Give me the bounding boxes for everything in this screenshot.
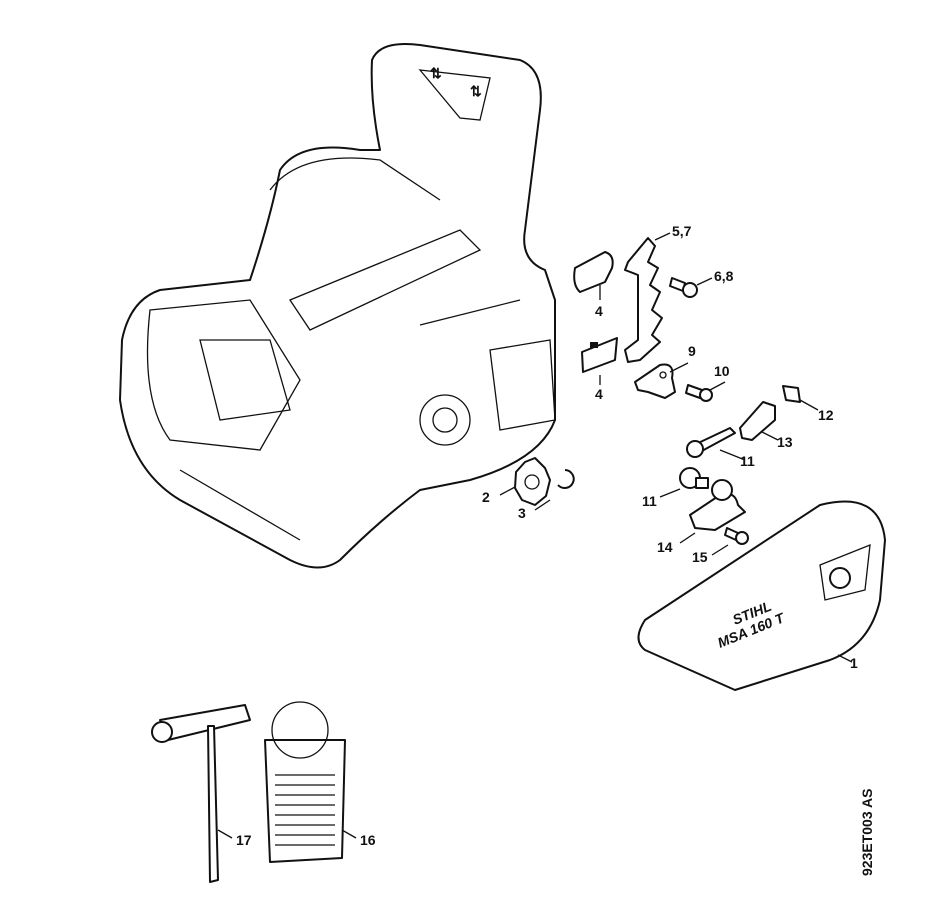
drawing-code: 923ET003 AS — [859, 789, 875, 876]
part-12-nut — [782, 385, 801, 403]
handle-symbol-right: ⇅ — [470, 83, 482, 99]
part-14-tensioner-slide — [689, 479, 746, 531]
part-10-screw — [685, 384, 713, 402]
leader-lines — [217, 232, 853, 839]
part-13-lever — [739, 401, 776, 441]
chainsaw-housing: ⇅ ⇅ — [119, 43, 556, 569]
callout-2: 2 — [482, 489, 490, 505]
part-6-8-screw — [669, 277, 698, 298]
part-15-screw — [724, 527, 749, 545]
callout-12: 12 — [818, 407, 834, 423]
callout-13: 13 — [777, 434, 793, 450]
part-11-tensioner-gear — [679, 467, 709, 489]
callout-11-upper: 11 — [740, 453, 755, 469]
callout-10: 10 — [714, 363, 730, 379]
part-9-chain-catcher — [634, 363, 676, 399]
part-1-sprocket-cover: STIHL MSA 160 T — [637, 500, 886, 691]
callout-1: 1 — [850, 655, 858, 671]
callout-4-upper: 4 — [595, 303, 603, 319]
part-4-slide-lower — [581, 337, 618, 373]
part-11-tensioner-screw — [686, 427, 736, 458]
callout-9: 9 — [688, 343, 696, 359]
part-16-instruction-manual — [264, 701, 346, 863]
callout-14: 14 — [657, 539, 673, 555]
part-17-combination-wrench — [151, 704, 251, 883]
callout-17: 17 — [236, 832, 252, 848]
part-2-sprocket — [514, 457, 551, 506]
part-4-slide-upper — [573, 251, 614, 293]
callout-11-lower: 11 — [642, 493, 657, 509]
part-5-7-bumper-spike — [624, 237, 663, 363]
handle-symbol-left: ⇅ — [430, 65, 442, 81]
callout-15: 15 — [692, 549, 708, 565]
callout-16: 16 — [360, 832, 376, 848]
callout-4-lower: 4 — [595, 386, 603, 402]
part-3-e-clip — [557, 469, 575, 489]
callout-5-7: 5,7 — [672, 223, 692, 239]
callout-3: 3 — [518, 505, 526, 521]
callout-6-8: 6,8 — [714, 268, 734, 284]
